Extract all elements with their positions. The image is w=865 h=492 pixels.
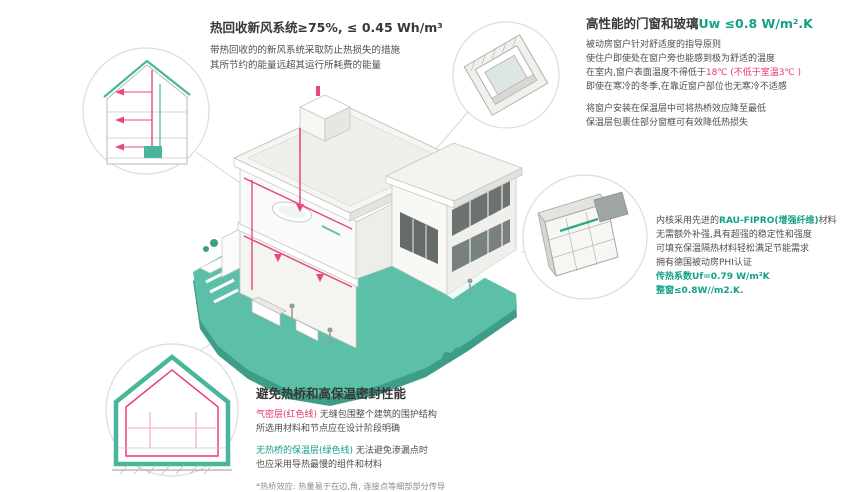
insulation-layer-label: 无热桥的保温层(绿色线) [256, 446, 354, 457]
profile-line-1-pre: 内核采用先进的 [656, 216, 720, 226]
profile-line-4: 拥有德国被动房PHI认证 [656, 258, 752, 268]
ventilation-ducts [243, 128, 353, 290]
airtight-layer-text: 无缝包围整个建筑的围护结构 [317, 410, 437, 421]
windows-line-5: 将窗户安装在保温层中可将热桥效应降至最低 [586, 104, 767, 115]
window-glass [452, 181, 510, 236]
window-glass [452, 219, 510, 272]
windows-title: 高性能的门窗和玻璃Uw ≤0.8 W/m².K [586, 16, 860, 32]
garden-plants [203, 239, 461, 362]
supply-air-ducts [115, 70, 153, 158]
window-corner-detail-circle [452, 21, 560, 129]
garden-steps [199, 228, 241, 304]
profile-line-1-post: 材料 [818, 216, 837, 226]
thermal-title: 避免热桥和高保温密封性能 [256, 386, 407, 401]
profile-line-2: 无需额外补强,具有超强的稳定性和强度 [656, 230, 812, 240]
window-glass [400, 212, 438, 264]
windows-line-3-highlight: 18℃ (不低于室温3℃ ) [705, 68, 802, 79]
heat-recovery-line-1: 带热回收的的新风系统采取防止热损失的措施 [210, 45, 401, 57]
frame-profile-body: 内核采用先进的RAU-FIPRO(增强纤维)材料 无需额外补强,具有超强的稳定性… [656, 214, 862, 298]
windows-body: 被动房窗户针对舒适度的指导原则 使住户即使处在窗户旁也能感到极为舒适的温度 在室… [586, 38, 860, 130]
windows-line-1: 被动房窗户针对舒适度的指导原则 [586, 40, 722, 51]
frame-profile-detail-circle [522, 174, 648, 300]
windows-title-value: Uw ≤0.8 W/m².K [698, 16, 813, 31]
thermal-envelope-detail-circle [105, 343, 239, 477]
thermal-line-2: 所选用材料和节点应在设计阶段明确 [256, 424, 401, 435]
windows-line-4: 即使在寒冷的冬季,在靠近窗户部位也无寒冷不适感 [586, 82, 787, 93]
glass-wing [384, 142, 524, 299]
thermal-insulation-line: 无热桥的保温层(绿色线) 无法避免渗漏点时 [256, 444, 590, 458]
profile-chambers [548, 211, 615, 272]
thermal-airtight-line: 气密层(红色线) 无缝包围整个建筑的围护结构 [256, 408, 590, 422]
house-illustration [232, 86, 524, 349]
insulation-layer-text: 无法避免渗漏点时 [353, 446, 428, 457]
windows-section: 高性能的门窗和玻璃Uw ≤0.8 W/m².K 被动房窗户针对舒适度的指导原则 … [586, 16, 860, 130]
gasket-seal [559, 217, 599, 233]
windows-line-2: 使住户即使处在窗户旁也能感到极为舒适的温度 [586, 54, 776, 65]
ground-hatching [119, 464, 213, 475]
insulation-layer-green [113, 354, 231, 467]
glazing-block [593, 191, 629, 223]
profile-line-1-highlight: RAU-FIPRO(增强纤维) [719, 216, 819, 226]
heat-recovery-detail-circle [82, 47, 210, 175]
windows-line-3-text: 在室内,窗户表面温度不得低于 [586, 68, 706, 79]
airtight-layer-red [125, 369, 219, 457]
rooftop-vent-box [299, 86, 351, 142]
heat-recovery-body: 带热回收的的新风系统采取防止热损失的措施 其所节约的能量远超其运行所耗费的能量 [210, 43, 478, 73]
frame-profile-section: 内核采用先进的RAU-FIPRO(增强纤维)材料 无需额外补强,具有超强的稳定性… [656, 214, 862, 298]
profile-line-3: 可填充保温隔热材料轻松满足节能需求 [656, 244, 810, 254]
heat-exchanger-unit [144, 146, 162, 158]
heat-recovery-line-2: 其所节约的能量远超其运行所耗费的能量 [210, 60, 382, 72]
windows-title-main: 高性能的门窗和玻璃 [586, 16, 699, 31]
thermal-body: 气密层(红色线) 无缝包围整个建筑的围护结构 所选用材料和节点应在设计阶段明确 … [256, 408, 590, 492]
heat-recovery-title: 热回收新风系统≥75%, ≤ 0.45 Wh/m³ [210, 20, 443, 35]
thermal-line-4: 也应采用导热最慢的组件和材料 [256, 460, 383, 471]
profile-u-value: 传热系数Uf=0.79 W/m²K [656, 272, 770, 282]
thermal-section: 避免热桥和高保温密封性能 气密层(红色线) 无缝包围整个建筑的围护结构 所选用材… [256, 386, 590, 492]
windows-line-6: 保温层包裹住部分窗框可有效降低热损失 [586, 118, 749, 129]
window-corner-drawing [463, 34, 549, 116]
profile-whole-window-value: 整窗≤0.8W//m2.K. [656, 286, 744, 296]
occupant-figures [289, 303, 333, 345]
airtight-layer-label: 气密层(红色线) [256, 410, 318, 421]
profile-line-1: 内核采用先进的RAU-FIPRO(增强纤维)材料 [656, 214, 862, 228]
occupant-figure [467, 278, 473, 296]
windows-line-3: 在室内,窗户表面温度不得低于18℃ (不低于室温3℃ ) [586, 66, 860, 80]
thermal-footnote: *热桥效应: 热量易于在边,角, 连接点等细部部分传导 [256, 481, 446, 492]
heat-recovery-section: 热回收新风系统≥75%, ≤ 0.45 Wh/m³ 带热回收的的新风系统采取防止… [210, 20, 478, 73]
